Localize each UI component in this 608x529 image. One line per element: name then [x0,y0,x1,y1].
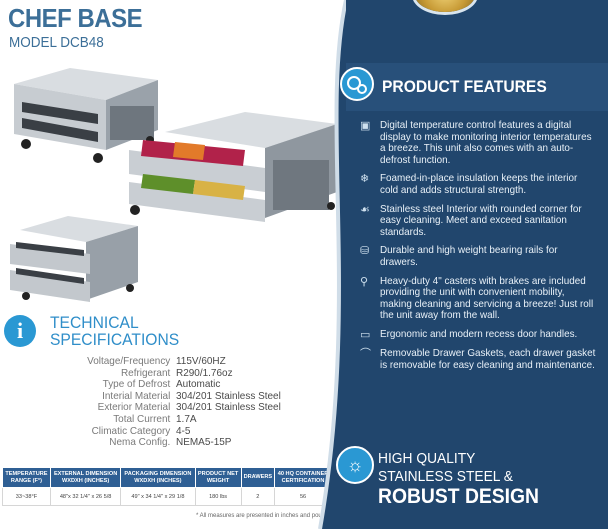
spec-label: Refrigerant [120,366,171,379]
feature-text: Stainless steel Interior with rounded co… [380,203,582,238]
spec-list: Voltage/Frequency 115V/60HZ Refrigerant R2… [0,355,330,449]
spec-row: Type of Defrost Automatic [0,379,330,391]
spec-row: Nema Config. NEMA5-15P [0,437,330,449]
spec-row: Total Current 1.7A [0,412,330,426]
product-photo-closed [14,68,158,163]
spec-value: 304/201 Stainless Steel [176,389,281,402]
product-photo-empty-drawers [10,216,138,302]
technical-title-line2: SPECIFICATIONS [50,330,180,349]
feature-item: ⚲ Heavy-duty 4" casters with brakes are i… [360,276,606,322]
feature-item: ▣ Digital temperature control features a … [360,120,606,166]
award-badge [415,0,475,12]
feature-item: ⛁ Durable and high weight bearing rails f… [360,245,606,268]
feature-text: Foamed-in-place insulation keeps the int… [380,173,578,196]
digital-display-icon: ▣ [360,120,371,132]
feature-item: ▭ Ergonomic and modern recess door handle… [360,329,606,341]
feature-item: ⌒ Removable Drawer Gaskets, each drawer g… [360,348,606,371]
lightbulb-icon: ☼ [336,446,374,484]
model-number: MODEL DCB48 [9,34,104,51]
spec-row: Exterior Material 304/201 Stainless Steel [0,402,330,414]
spec-label: Interial Material [102,389,171,402]
gasket-icon: ⌒ [360,347,371,360]
caster-icon: ⚲ [360,275,369,288]
quality-line3: ROBUST DESIGN [378,485,540,508]
quality-line1: HIGH QUALITY [378,450,476,467]
gears-icon [340,67,374,101]
quality-line2: STAINLESS STEEL & [378,468,513,485]
spec-row: Climatic Category 4-5 [0,424,330,438]
spec-row: Refrigerant R290/1.76oz [0,366,330,380]
feature-text: Digital temperature control features a d… [380,120,592,166]
features-header-band [346,63,608,111]
table-cell: 49" x 34 1/4" x 29 1/8 [120,487,196,506]
product-photo-open [129,112,337,222]
handle-icon: ▭ [360,328,371,341]
footnote: * All measures are presented in inches a… [196,513,332,519]
page-title: CHEF BASE [8,3,143,33]
spec-label: Nema Config. [109,436,171,449]
table-row: 33~38°F 48"x 32 1/4" x 26 5/8 49" x 34 1… [2,487,332,506]
spec-value: 304/201 Stainless Steel [176,401,281,414]
table-cell: 180 lbs [194,487,242,506]
spec-value: Automatic [176,378,221,391]
spec-value: 115V/60HZ [176,355,226,367]
technical-title-line1: TECHNICAL [50,313,139,332]
spec-label: Total Current [113,412,171,425]
spec-label: Climatic Category [91,424,171,437]
snowflake-icon: ❄ [360,173,370,186]
table-cell: 48"x 32 1/4" x 26 5/8 [49,487,122,506]
spec-row: Interial Material 304/201 Stainless Steel [0,389,330,403]
spec-row: Voltage/Frequency 115V/60HZ [0,355,330,368]
feature-text: Heavy-duty 4" casters with brakes are in… [380,275,594,322]
feature-text: Durable and high weight bearing rails fo… [380,245,558,268]
spec-label: Voltage/Frequency [87,355,171,367]
column-header: DRAWERS [240,467,276,488]
technical-title: TECHNICAL SPECIFICATIONS [50,314,179,348]
spec-value: NEMA5-15P [176,436,232,449]
feature-item: ❄ Foamed-in-place insulation keeps the in… [360,173,606,196]
cleaning-hand-icon: ☙ [360,203,370,216]
weight-icon: ⛁ [360,245,370,258]
table-cell: 2 [240,487,276,506]
table-cell: 33~38°F [2,487,51,506]
spec-label: Exterior Material [97,401,171,414]
info-icon: i [4,315,36,347]
features-title: PRODUCT FEATURES [382,77,547,96]
spec-label: Type of Defrost [102,378,171,391]
spec-value: 4-5 [176,424,191,437]
spec-value: 1.7A [176,412,197,425]
spec-value: R290/1.76oz [176,366,233,379]
feature-list: ▣ Digital temperature control features a … [360,120,606,378]
feature-text: Removable Drawer Gaskets, each drawer ga… [380,347,596,371]
feature-text: Ergonomic and modern recess door handles… [380,328,578,340]
feature-item: ☙ Stainless steel Interior with rounded c… [360,204,606,239]
